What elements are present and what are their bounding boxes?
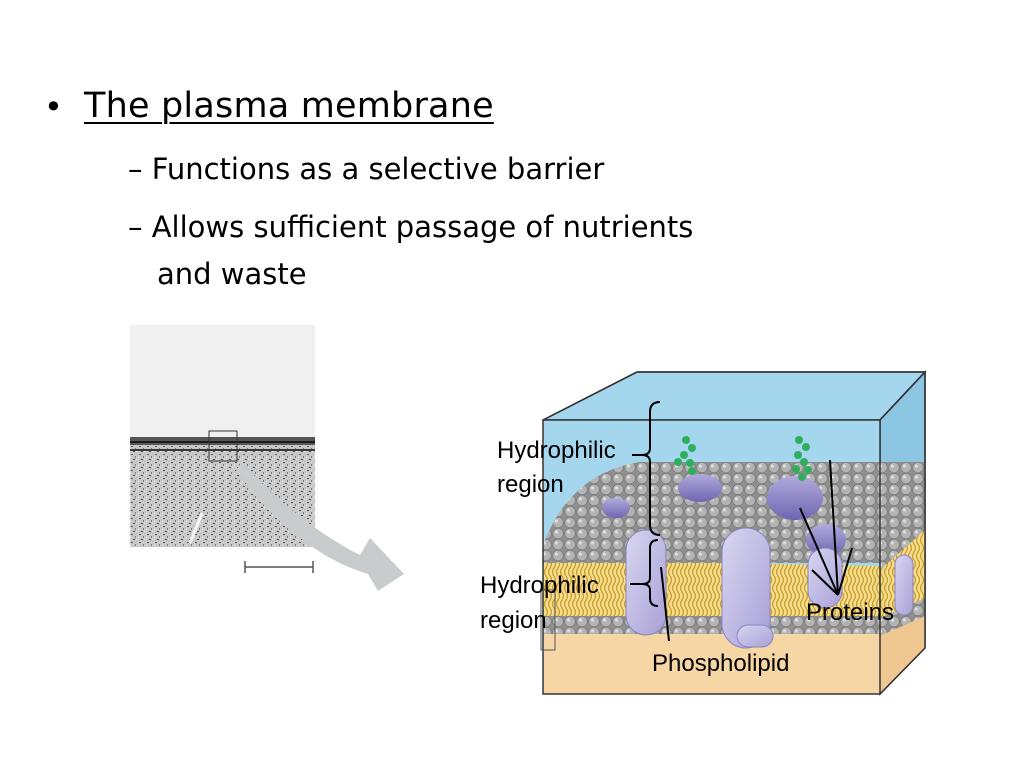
label-hydrophilic-bottom: Hydrophilic bbox=[480, 572, 599, 599]
label-hydrophilic-top: Hydrophilic bbox=[497, 437, 616, 464]
bullet-point-2: – Allows sufficient passage of nutrients bbox=[128, 210, 694, 244]
bullet-point-2-continued: and waste bbox=[157, 257, 307, 291]
label-phospholipid: Phospholipid bbox=[652, 650, 790, 677]
label-region-top: region bbox=[497, 471, 564, 498]
bullet-point-1: – Functions as a selective barrier bbox=[128, 152, 605, 186]
slide-title: The plasma membrane bbox=[84, 86, 494, 126]
bullet-dot: • bbox=[44, 88, 63, 126]
label-proteins: Proteins bbox=[806, 599, 895, 626]
label-region-bottom: region bbox=[480, 607, 547, 634]
